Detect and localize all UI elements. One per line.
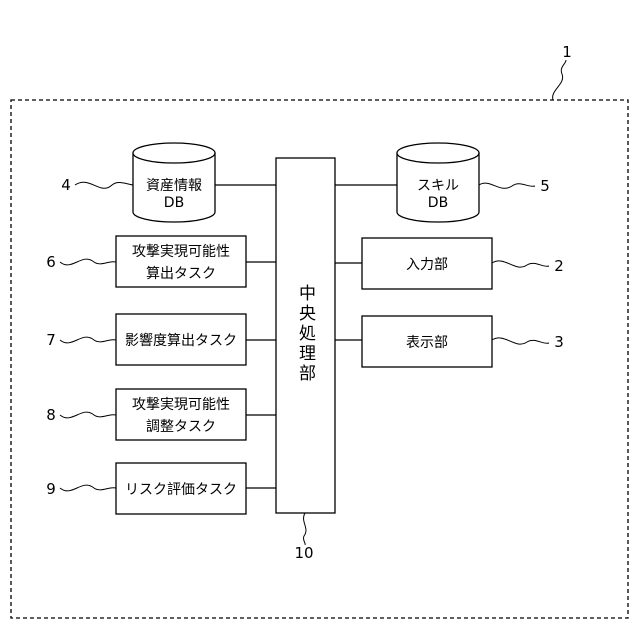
display-unit-ref-number: 3 — [554, 333, 564, 351]
impact-calc-task-ref-number: 7 — [46, 331, 56, 349]
attack-adjust-task-ref-number: 8 — [46, 406, 56, 424]
skill-db-label-line2: DB — [428, 195, 448, 211]
attack-calc-task-ref-number: 6 — [46, 253, 56, 271]
system-ref-number: 1 — [562, 43, 572, 61]
asset-db-ref-number: 4 — [61, 176, 71, 194]
attack-adjust-task-line2: 調整タスク — [146, 419, 216, 435]
risk-eval-task-ref-leader — [60, 485, 116, 491]
input-unit-ref-leader — [492, 261, 549, 267]
asset-db-ref-leader — [75, 182, 133, 188]
input-unit-label: 入力部 — [406, 257, 448, 273]
attack-calc-task-line1: 攻撃実現可能性 — [132, 244, 230, 260]
attack-adjust-task-line1: 攻撃実現可能性 — [132, 397, 230, 413]
impact-calc-task-label: 影響度算出タスク — [125, 332, 237, 349]
input-unit-ref-number: 2 — [554, 257, 564, 275]
skill-db: スキル DB — [397, 143, 479, 222]
risk-eval-task-ref-number: 9 — [46, 480, 56, 498]
system-ref-leader — [553, 60, 566, 100]
asset-db-label-line1: 資産情報 — [146, 178, 202, 194]
attack-calc-task-ref-leader — [60, 259, 116, 265]
skill-db-ref-number: 5 — [540, 177, 550, 195]
cpu-label: 中央処理部 — [295, 284, 316, 384]
asset-db: 資産情報 DB — [133, 143, 215, 222]
risk-eval-task-label: リスク評価タスク — [125, 482, 237, 498]
attack-calc-task-line2: 算出タスク — [146, 266, 216, 282]
skill-db-ref-leader — [479, 183, 535, 188]
display-unit-ref-leader — [492, 338, 549, 344]
cpu-ref-leader — [303, 513, 306, 545]
asset-db-label-line2: DB — [164, 195, 184, 211]
display-unit-label: 表示部 — [406, 335, 448, 351]
impact-calc-task-ref-leader — [60, 337, 116, 343]
cpu-ref-number: 10 — [294, 544, 313, 562]
attack-adjust-task-ref-leader — [60, 412, 116, 418]
skill-db-label-line1: スキル — [417, 178, 459, 194]
